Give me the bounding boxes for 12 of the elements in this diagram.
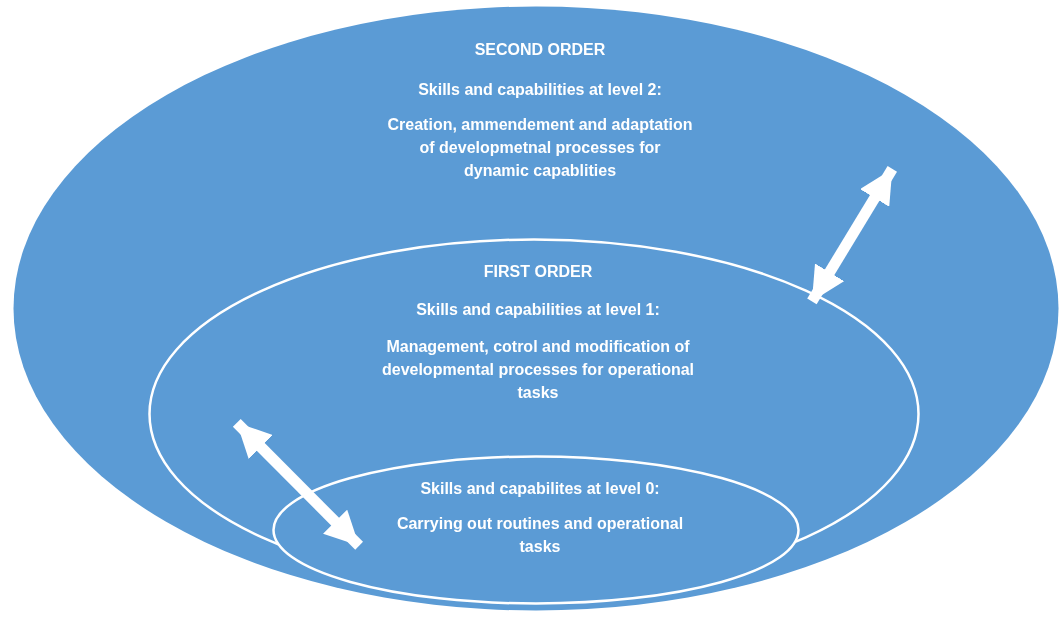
subheading: Skills and capabilities at level 2: — [417, 80, 663, 100]
double-arrow — [232, 418, 363, 550]
description-text: Creation, ammendement and adaptation of developmetnal processes for dynamic capablities — [387, 115, 693, 181]
subheading: Skills and capabilites at level 0: — [419, 479, 661, 499]
description-text: Carrying out routines and operational tasks — [395, 514, 685, 557]
ellipse-region — [272, 455, 800, 605]
heading: SECOND ORDER — [473, 40, 607, 60]
double-arrow — [807, 166, 897, 305]
subheading: Skills and capabilities at level 1: — [415, 300, 661, 320]
description-text: Management, cotrol and modification of developmental processes for operational tasks — [380, 337, 696, 403]
ellipse-region — [12, 5, 1060, 612]
heading: FIRST ORDER — [482, 262, 594, 282]
